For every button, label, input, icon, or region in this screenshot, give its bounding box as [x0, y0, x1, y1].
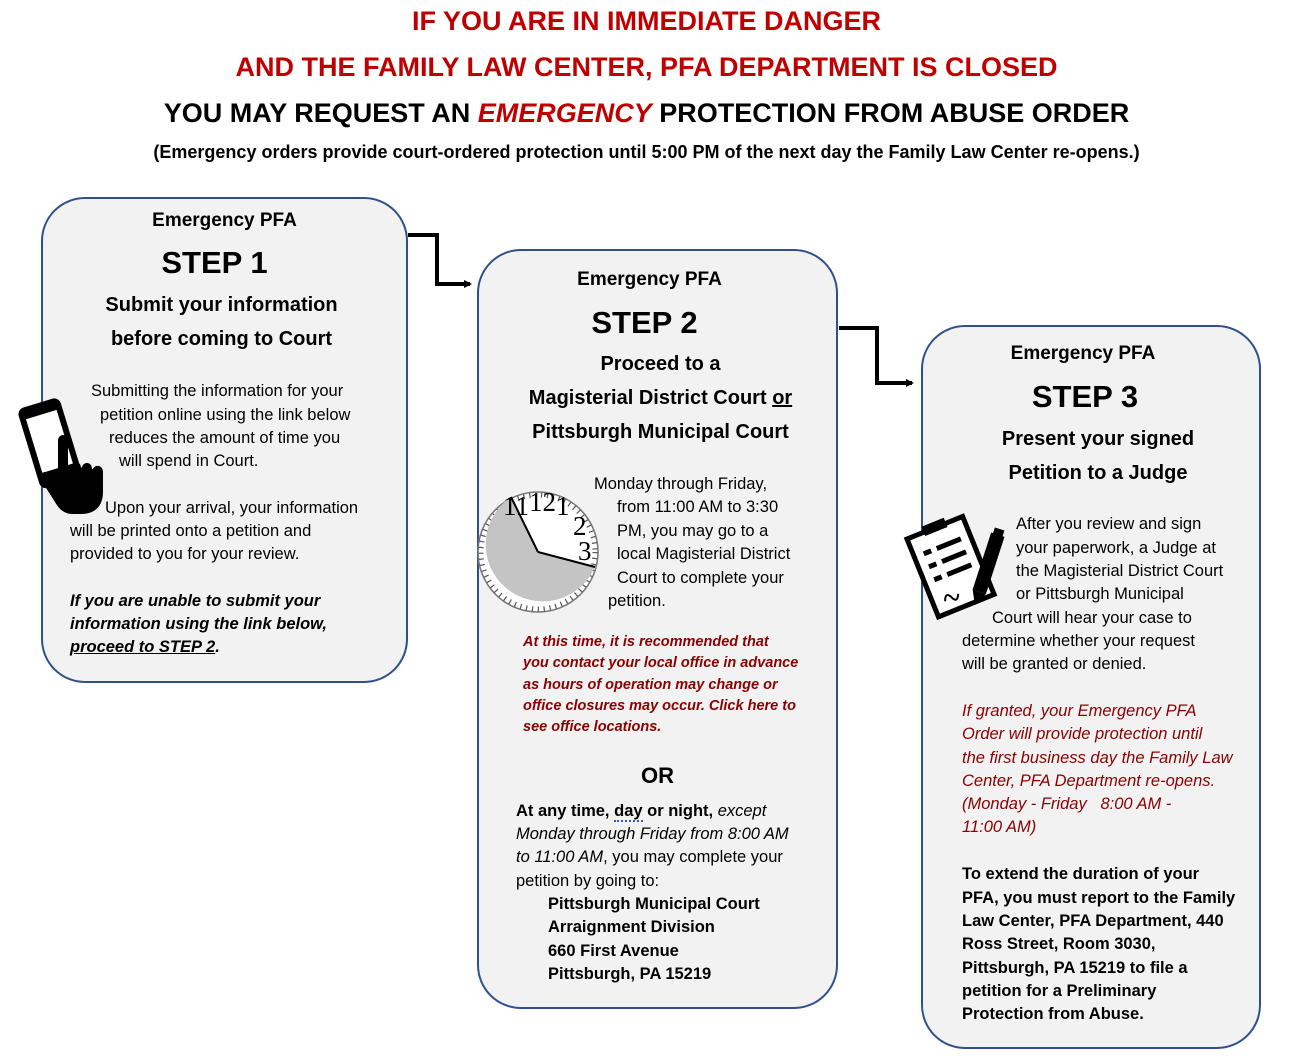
step-3-extend-text: Protection from Abuse. — [962, 1005, 1144, 1023]
step-3-granted-note: (Monday - Friday 8:00 AM - — [962, 795, 1172, 813]
header-line-3: YOU MAY REQUEST AN EMERGENCY PROTECTION … — [163, 98, 1130, 128]
step-1-text: petition online using the link below — [100, 406, 351, 424]
court-address-line: Arraignment Division — [548, 918, 715, 936]
step-1-heading: STEP 1 — [161, 245, 268, 280]
step-2-title-line-1: Proceed to a — [600, 353, 721, 375]
step-2-text: petition by going to: — [516, 872, 660, 890]
step-3-extend-text: Law Center, PFA Department, 440 — [962, 912, 1224, 930]
court-address-line: 660 First Avenue — [548, 942, 679, 960]
step-3-title-line-2: Petition to a Judge — [1008, 462, 1188, 484]
header-note: (Emergency orders provide court-ordered … — [153, 142, 1140, 162]
step-1-title-line-1: Submit your information — [105, 294, 338, 316]
step-2-text: to 11:00 AM, you may complete your — [516, 848, 783, 866]
court-address-line: Pittsburgh, PA 15219 — [548, 965, 712, 983]
step-3-granted-note: the first business day the Family Law — [962, 749, 1233, 767]
header-line-2: AND THE FAMILY LAW CENTER, PFA DEPARTMEN… — [235, 52, 1058, 82]
step-2-text: Monday through Friday, — [594, 475, 768, 493]
step-2-title-line-2: Magisterial District Court or — [528, 387, 793, 409]
step-2-kicker: Emergency PFA — [577, 269, 722, 290]
court-address-line: Pittsburgh Municipal Court — [548, 895, 760, 913]
step-3-extend-text: Ross Street, Room 3030, — [962, 935, 1156, 953]
or-divider: OR — [641, 763, 674, 788]
step-3-extend-text: Pittsburgh, PA 15219 to file a — [962, 959, 1188, 977]
clock-numeral: 2 — [573, 511, 587, 541]
step-2-text: Court to complete your — [617, 569, 784, 587]
step-1-fallback: If you are unable to submit your — [70, 592, 321, 610]
step-1-text: will spend in Court. — [119, 452, 259, 470]
step-3-kicker: Emergency PFA — [1010, 343, 1156, 364]
clock-numeral: 3 — [578, 536, 592, 566]
step-3-extend-text: To extend the duration of your — [962, 865, 1200, 883]
clock-icon: 12 1 2 3 11 — [477, 487, 599, 613]
step-3-extend-text: PFA, you must report to the Family — [962, 889, 1236, 907]
step-2-text: At any time, day or night, except — [516, 802, 767, 822]
step-2-card — [477, 249, 838, 1009]
step-3-text: the Magisterial District Court — [1016, 562, 1224, 580]
step-1-fallback: information using the link below, — [70, 615, 327, 633]
proceed-to-step-2-link[interactable]: proceed to STEP 2 — [70, 638, 216, 656]
step-3-heading: STEP 3 — [1031, 379, 1139, 414]
step-3-granted-note: Center, PFA Department re-opens. — [962, 772, 1216, 790]
step-3-text: Court will hear your case to — [992, 609, 1192, 627]
header-line-1: IF YOU ARE IN IMMEDIATE DANGER — [411, 6, 882, 36]
step-2-title-line-3: Pittsburgh Municipal Court — [532, 421, 789, 443]
clock-numeral: 1 — [556, 491, 570, 521]
hand-tapping-phone-icon — [18, 398, 103, 514]
step-2-note: you contact your local office in advance — [523, 655, 799, 671]
step-3-granted-note: If granted, your Emergency PFA — [962, 702, 1197, 720]
step-3-title-line-1: Present your signed — [1001, 428, 1195, 450]
step-3-text: will be granted or denied. — [962, 655, 1147, 673]
emergency-word: EMERGENCY — [477, 98, 652, 128]
office-locations-link[interactable]: office closures may occur. Click here to — [523, 698, 796, 714]
step-2-heading: STEP 2 — [591, 305, 698, 340]
step-3-text: or Pittsburgh Municipal — [1016, 585, 1184, 603]
step-3-text: determine whether your request — [962, 632, 1195, 650]
step-1-text: will be printed onto a petition and — [70, 522, 312, 540]
signed-document-pen-icon — [903, 513, 1005, 621]
step-1-text: Submitting the information for your — [91, 382, 344, 400]
step-2-note: as hours of operation may change or — [523, 677, 778, 693]
step-3-card — [921, 325, 1261, 1049]
step-1-title-line-2: before coming to Court — [110, 328, 333, 350]
step-2-note: At this time, it is recommended that — [523, 634, 769, 650]
step-3-extend-text: petition for a Preliminary — [962, 982, 1157, 1000]
step-1-text: Upon your arrival, your information — [105, 499, 359, 517]
step-2-text: from 11:00 AM to 3:30 — [617, 498, 779, 516]
step-3-text: your paperwork, a Judge at — [1016, 539, 1216, 557]
step-2-text: local Magisterial District — [617, 545, 791, 563]
step-3-granted-note: Order will provide protection until — [962, 725, 1203, 743]
clock-numeral: 11 — [503, 491, 529, 521]
step-1-text: provided to you for your review. — [70, 545, 300, 563]
step-1-text: reduces the amount of time you — [109, 429, 341, 447]
step-3-text: After you review and sign — [1016, 515, 1202, 533]
step-1-kicker: Emergency PFA — [152, 210, 297, 231]
step-2-text: Monday through Friday from 8:00 AM — [516, 825, 789, 843]
step-2-text: petition. — [608, 592, 666, 610]
step-3-granted-note: 11:00 AM) — [962, 818, 1037, 836]
office-locations-link[interactable]: see office locations. — [523, 719, 662, 735]
step-1-fallback: proceed to STEP 2. — [70, 638, 220, 656]
clock-numeral: 12 — [529, 487, 556, 517]
step-2-text: PM, you may go to a — [617, 522, 769, 540]
